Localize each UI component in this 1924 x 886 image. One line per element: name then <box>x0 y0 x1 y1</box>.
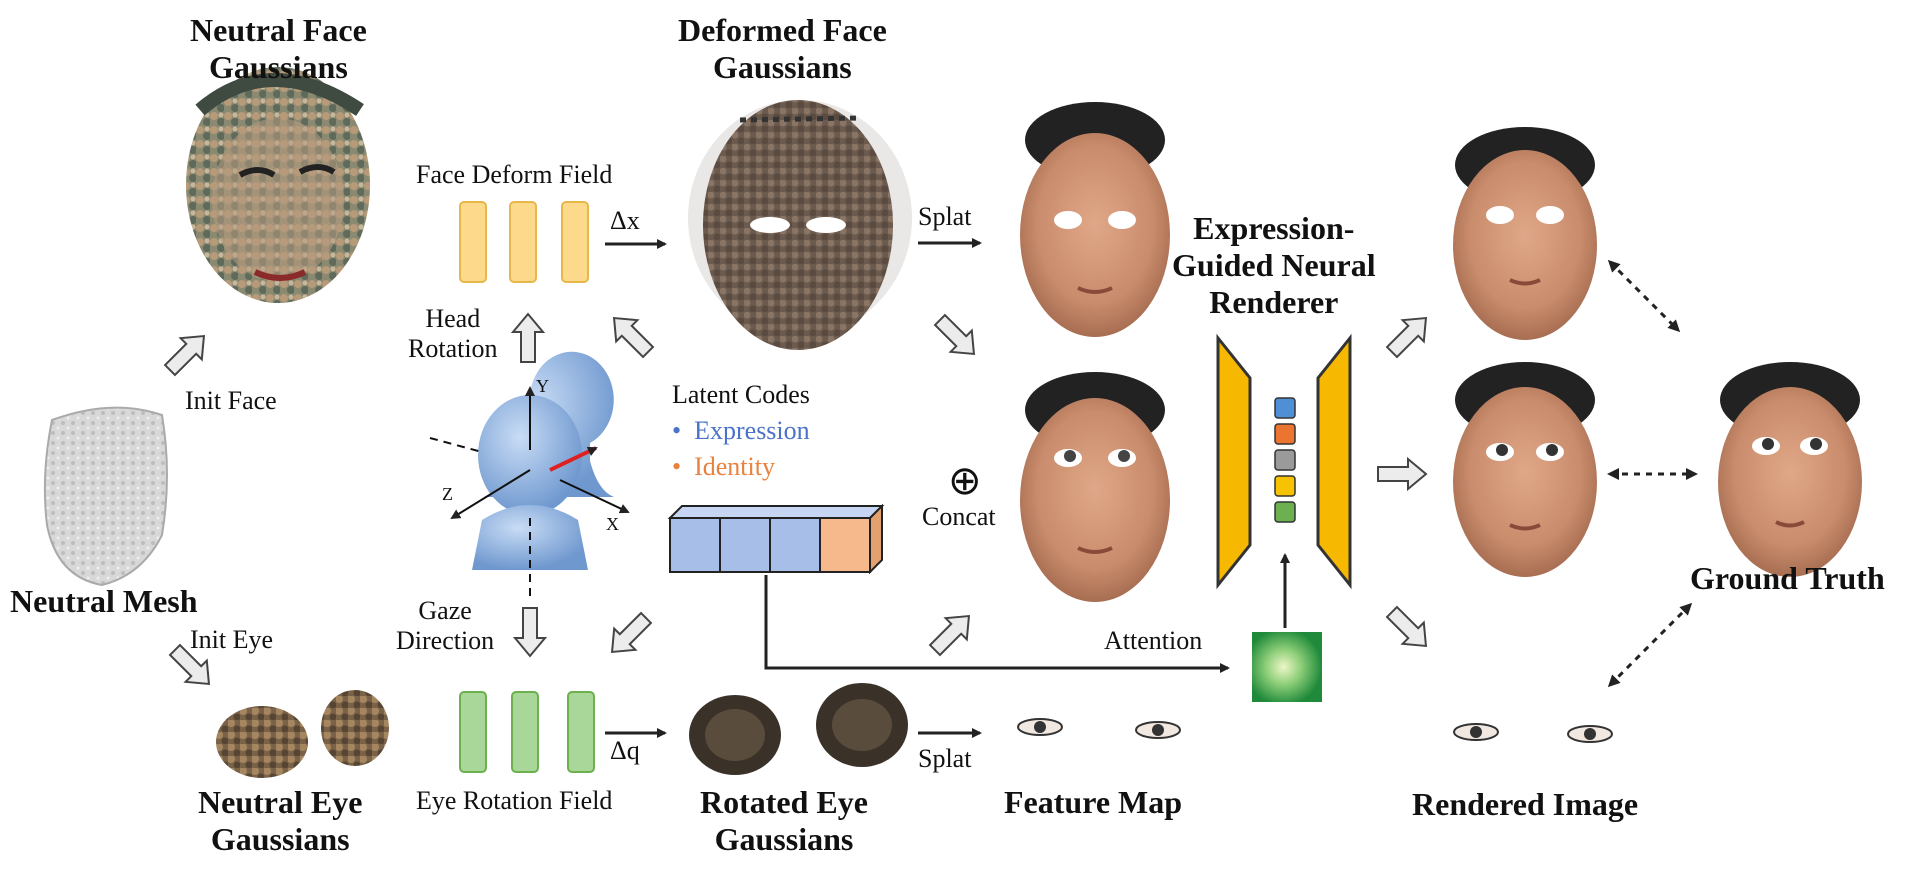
delta-q-label: Δq <box>610 736 640 765</box>
init-eye-label: Init Eye <box>190 625 274 654</box>
splat-top-label: Splat <box>918 202 972 231</box>
neutral-eye-gaussians-image <box>216 690 389 778</box>
init-face-label: Init Face <box>185 386 277 415</box>
neutral-mesh-image <box>43 406 168 587</box>
rotated-eye-gaussians-title: Rotated Eye Gaussians <box>700 784 868 857</box>
neutral-mesh-title: Neutral Mesh <box>10 583 198 619</box>
deformed-face-gaussians-title: Deformed Face Gaussians <box>678 12 887 85</box>
head-rotation-label: Head Rotation <box>408 304 498 363</box>
latent-codes-label: Latent Codes <box>672 380 810 409</box>
comparison-arrows <box>1607 259 1698 688</box>
rendered-face-middle <box>1453 362 1597 577</box>
axis-y-label: Y <box>536 376 549 396</box>
hollow-arrows <box>163 312 1428 686</box>
ground-truth-face <box>1718 362 1862 577</box>
face-deform-field-label: Face Deform Field <box>416 160 613 189</box>
neural-renderer-title: Expression- Guided Neural Renderer <box>1172 210 1376 320</box>
neural-renderer-shape <box>1216 333 1352 590</box>
splat-face-bottom <box>1020 372 1170 602</box>
delta-x-label: Δx <box>610 206 640 235</box>
expression-legend-item: • Expression <box>672 416 810 445</box>
identity-legend-item: • Identity <box>672 452 775 481</box>
neutral-eye-gaussians-title: Neutral Eye Gaussians <box>198 784 363 857</box>
face-deform-field-layers <box>459 201 589 283</box>
deformed-face-gaussians-image <box>688 100 912 350</box>
feature-map-eyes <box>1017 718 1181 739</box>
neutral-face-gaussians-image <box>186 67 370 303</box>
splat-bottom-label: Splat <box>918 744 972 773</box>
rendered-image-eyes <box>1453 723 1613 743</box>
axis-z-label: Z <box>442 484 453 504</box>
rendered-image-title: Rendered Image <box>1412 786 1639 822</box>
gaze-direction-label: Gaze Direction <box>396 596 495 655</box>
neutral-face-gaussians-title: Neutral Face Gaussians <box>190 12 367 85</box>
concat-symbol: ⊕ <box>948 458 982 503</box>
rendered-face-top <box>1453 127 1597 340</box>
rotated-eye-gaussians-image <box>689 683 908 775</box>
eye-rotation-field-layers <box>459 691 595 773</box>
attention-label: Attention <box>1104 626 1203 655</box>
feature-map-title: Feature Map <box>1004 784 1183 820</box>
splat-face-top <box>1020 102 1170 337</box>
head-axes-figure <box>429 351 630 600</box>
ground-truth-title: Ground Truth <box>1690 560 1885 596</box>
axis-x-label: X <box>606 514 619 534</box>
flow-arrows <box>605 238 1290 738</box>
attention-map <box>1252 632 1322 702</box>
latent-codes-blocks <box>667 503 885 575</box>
eye-rotation-field-label: Eye Rotation Field <box>416 786 613 815</box>
concat-label: Concat <box>922 502 996 531</box>
